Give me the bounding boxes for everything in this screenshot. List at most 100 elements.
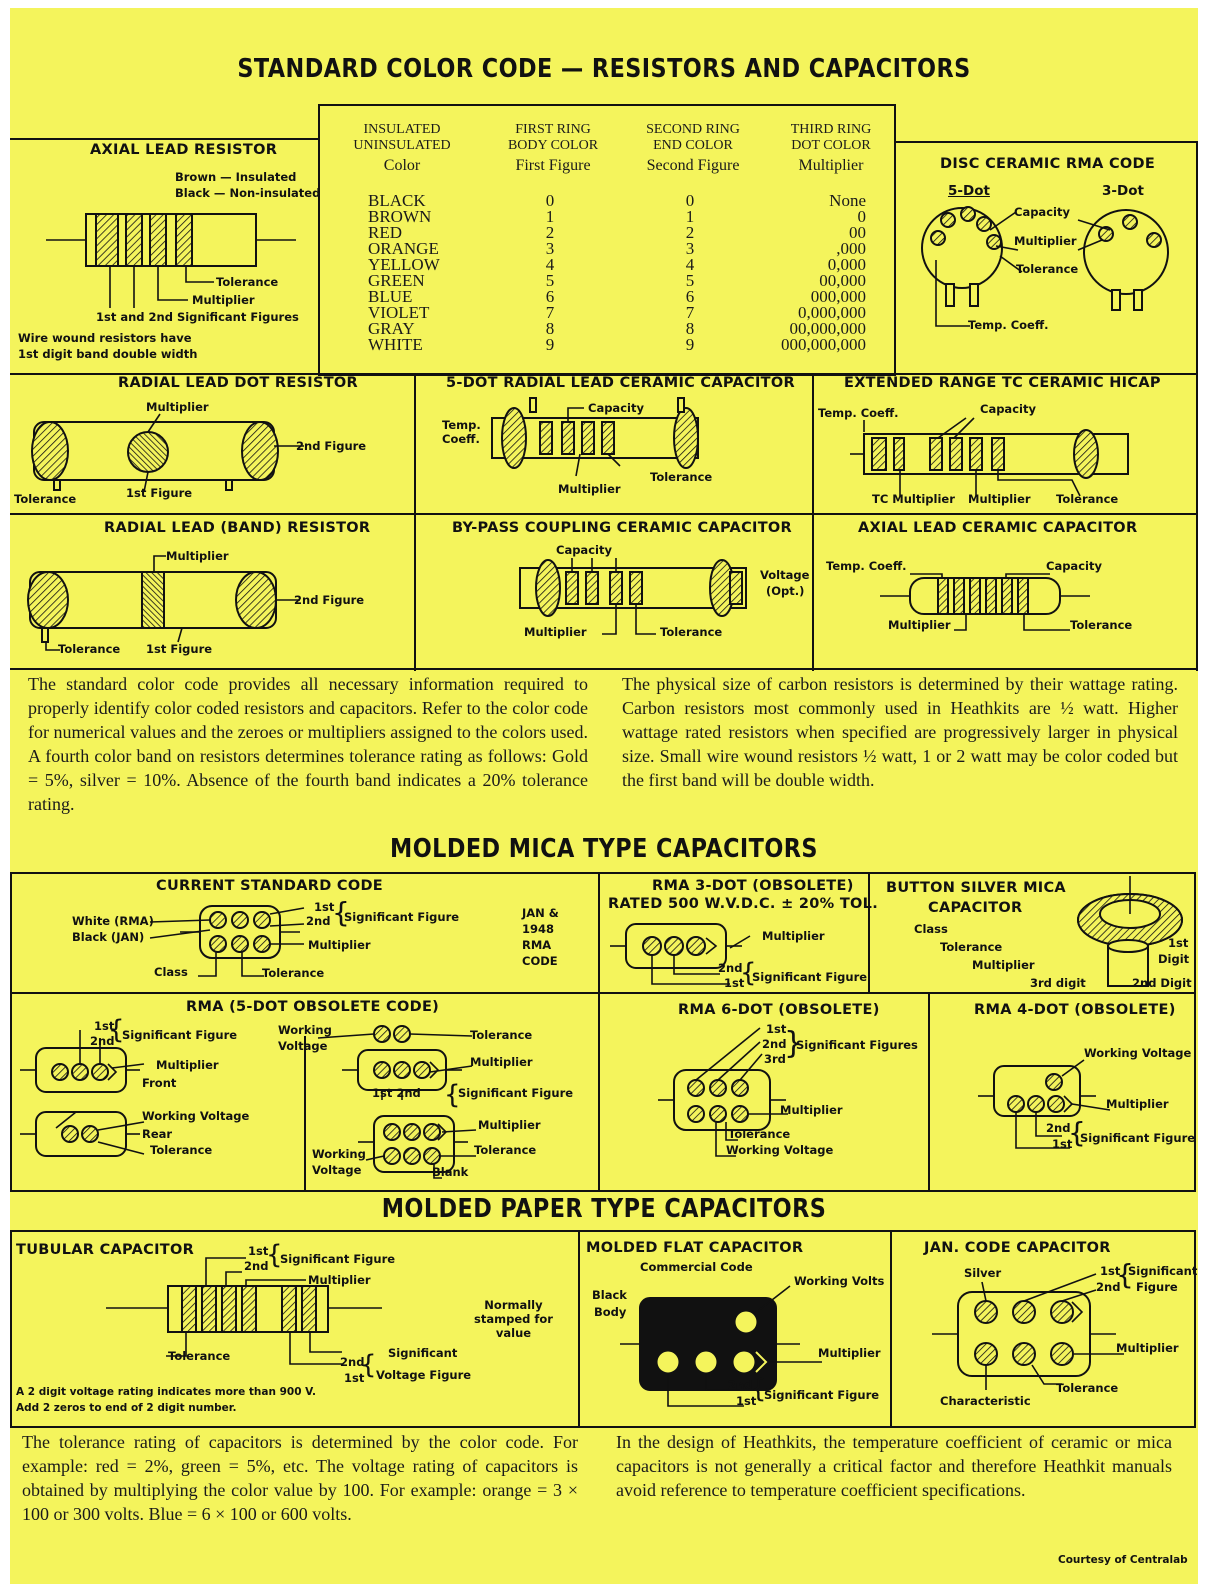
divider [894,141,1198,143]
header-line: Color [383,157,421,174]
rma-3-dot-drawing [610,923,751,985]
label: Class [154,965,188,979]
table-cell: 1 [685,207,695,226]
table-cell: 9 [545,335,555,354]
table-cell: 6 [545,287,555,306]
brace: { [740,958,757,988]
table-cell: 7 [545,303,555,322]
panel-title: RMA (5-DOT OBSOLETE CODE) [186,999,440,1015]
jan-code-drawing [932,1273,1124,1390]
label: Class [914,922,948,936]
table-header-first: FIRST RING BODY COLOR First Figure [488,122,618,174]
axial-resistor-drawing [46,213,296,308]
page-title: STANDARD COLOR CODE — RESISTORS AND CAPA… [237,54,971,84]
note-line: Normally [484,1298,543,1312]
divider [304,1036,306,1192]
axial-ceramic-drawing [880,573,1090,631]
label: 2nd [340,1355,365,1369]
table-cell: 5 [545,271,555,290]
header-line: FIRST RING [515,122,591,137]
table-cell: 4 [685,255,695,274]
brace: { [360,1350,377,1380]
section-title-mica: MOLDED MICA TYPE CAPACITORS [390,834,818,864]
note-line: value [495,1326,532,1340]
table-header-color: INSULATED UNINSULATED Color [342,122,462,174]
table-cell: 00,000 [819,271,866,290]
label: Multiplier [888,618,951,632]
brace: { [1116,1258,1134,1291]
divider [890,1230,892,1428]
label: CODE [522,954,558,968]
label: Black — Non-insulated [175,186,321,200]
panel-title: AXIAL LEAD CERAMIC CAPACITOR [858,520,1138,536]
label: Multiplier [762,929,825,943]
label: Capacity [556,543,612,557]
table-cell: 4 [545,255,555,274]
label: Multiplier [1106,1097,1169,1111]
table-cell: RED [368,223,402,242]
label: Significant Figure [280,1252,396,1266]
table-cell: VIOLET [368,303,430,322]
label: Working Volts [794,1274,885,1288]
label: Tolerance [1016,262,1079,276]
label: Black (JAN) [72,930,145,944]
label: Tolerance [1070,618,1133,632]
label: Rear [142,1127,173,1141]
label: Multiplier [972,958,1035,972]
label: Temp. [442,418,481,432]
panel-title: JAN. CODE CAPACITOR [924,1240,1111,1256]
label: 2nd [306,914,331,928]
paragraph-tolerance: The tolerance rating of capacitors is de… [22,1432,578,1524]
brace: { [750,1374,767,1404]
label: 1948 [522,922,555,936]
panel-title: MOLDED FLAT CAPACITOR [586,1240,804,1256]
label: Multiplier [192,293,255,307]
label: 1st [314,900,335,914]
label: 1st [1168,936,1189,950]
note: A 2 digit voltage rating indicates more … [16,1386,316,1398]
panel-title: RMA 3-DOT (OBSOLETE) [652,878,854,894]
label: 2nd [1046,1121,1071,1135]
label: Multiplier [780,1103,843,1117]
stamped-note: Normally stamped for value [474,1298,553,1340]
header-line: DOT COLOR [791,138,871,153]
label: 2nd [762,1037,787,1051]
divider [10,138,318,140]
label: Tolerance [58,642,121,656]
label: Temp. Coeff. [968,318,1049,332]
panel-title: 5-DOT RADIAL LEAD CERAMIC CAPACITOR [446,375,795,391]
label: 2nd Digit [1132,976,1192,990]
divider [10,992,1196,994]
label: Black [592,1288,627,1302]
paper-section-box [10,1230,1196,1428]
label: Multiplier [308,1273,371,1287]
divider [928,992,930,1192]
panel-title: CURRENT STANDARD CODE [156,878,384,894]
label: Multiplier [470,1055,533,1069]
table-cell: 8 [545,319,555,338]
label: Tolerance [728,1127,791,1141]
label: 1st 2nd [372,1086,421,1100]
brace: { [266,1240,283,1270]
header-line: SECOND RING [646,122,740,137]
header-line: Second Figure [646,157,740,174]
label: Multiplier [146,400,209,414]
label: Tolerance [470,1028,533,1042]
table-cell: 2 [685,223,695,242]
table-cell: 1 [545,207,555,226]
table-cell: GREEN [368,271,425,290]
rma-5-dot-drawing [317,1025,477,1179]
panel-title: TUBULAR CAPACITOR [16,1242,195,1258]
panel-title: EXTENDED RANGE TC CERAMIC HICAP [844,375,1161,391]
label: Significant Figure [1080,1131,1196,1145]
label: (Opt.) [766,584,805,598]
five-dot-radial-drawing [491,397,699,477]
label: Tolerance [474,1143,537,1157]
table-cell: BLUE [368,287,413,306]
rma-6-dot-drawing [658,1027,788,1157]
table-cell: 2 [545,223,555,242]
color-code-sheet: STANDARD COLOR CODE — RESISTORS AND CAPA… [10,8,1198,1584]
table-cell: 6 [685,287,695,306]
label: RMA [522,938,552,952]
label: 1st [766,1022,787,1036]
